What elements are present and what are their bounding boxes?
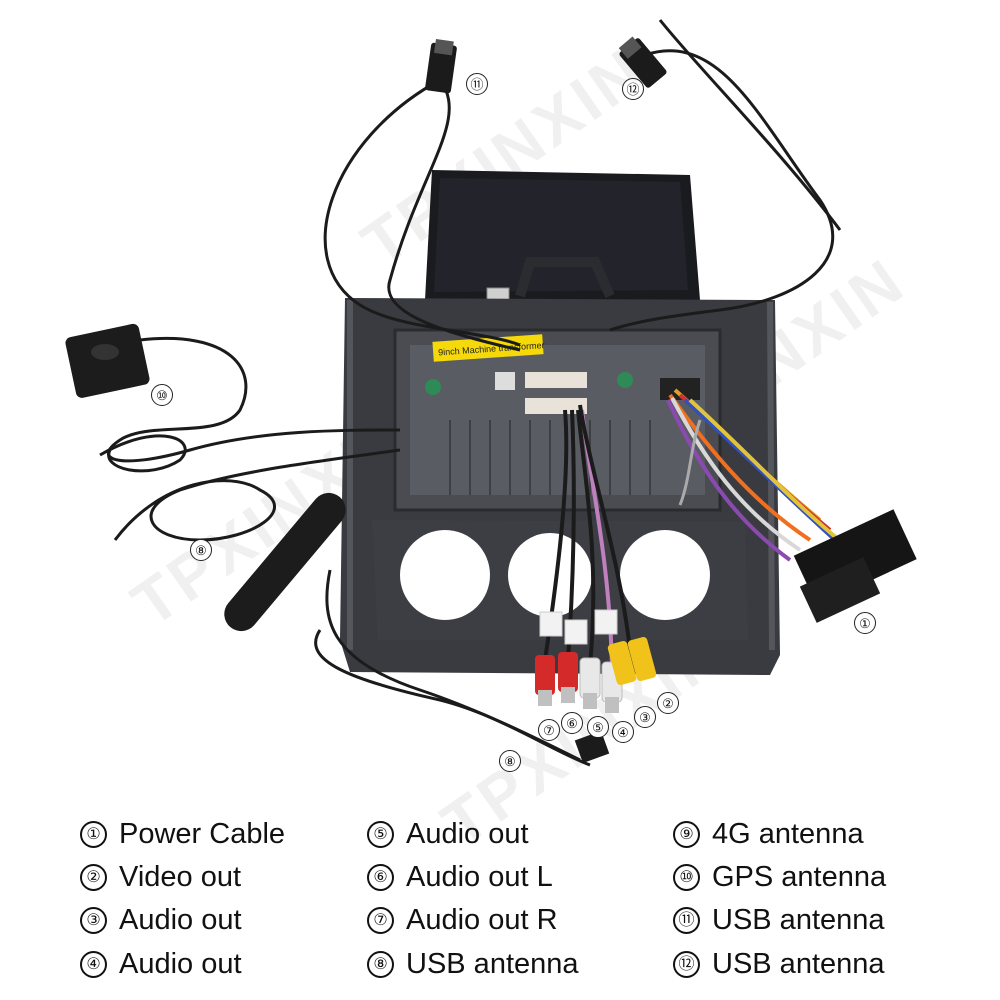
head-unit-illustration: 9inch Machine transformer: [65, 19, 917, 767]
callout-2: ②: [657, 692, 679, 714]
callout-3: ③: [634, 706, 656, 728]
callout-8-bottom: ⑧: [499, 750, 521, 772]
usb-plug-8: [574, 730, 610, 764]
callout-11: ⑪: [466, 73, 488, 95]
callout-8-left: ⑧: [190, 539, 212, 561]
callout-5: ⑤: [587, 716, 609, 738]
gauge-hole-right: [620, 530, 710, 620]
callout-4: ④: [612, 721, 634, 743]
rca-plug-red-r: [535, 655, 555, 695]
rca-plug-yellow-2: [627, 637, 657, 681]
4g-antenna-stick: [224, 492, 346, 632]
callout-1: ①: [854, 612, 876, 634]
spec-sticker: [432, 334, 544, 362]
callout-6: ⑥: [561, 712, 583, 734]
gps-antenna-module: [65, 323, 150, 398]
usb-plug-11: [425, 42, 457, 94]
rca-plug-red-l: [558, 652, 578, 692]
callout-7: ⑦: [538, 719, 560, 741]
callout-10: ⑩: [151, 384, 173, 406]
gauge-hole-center: [508, 533, 592, 617]
rca-plug-yellow-1: [607, 641, 637, 685]
rca-plugs: [535, 637, 657, 713]
gauge-hole-left: [400, 530, 490, 620]
rca-plug-white-1: [579, 657, 601, 699]
callout-12: ⑫: [622, 78, 644, 100]
screen-handle: [515, 257, 615, 299]
